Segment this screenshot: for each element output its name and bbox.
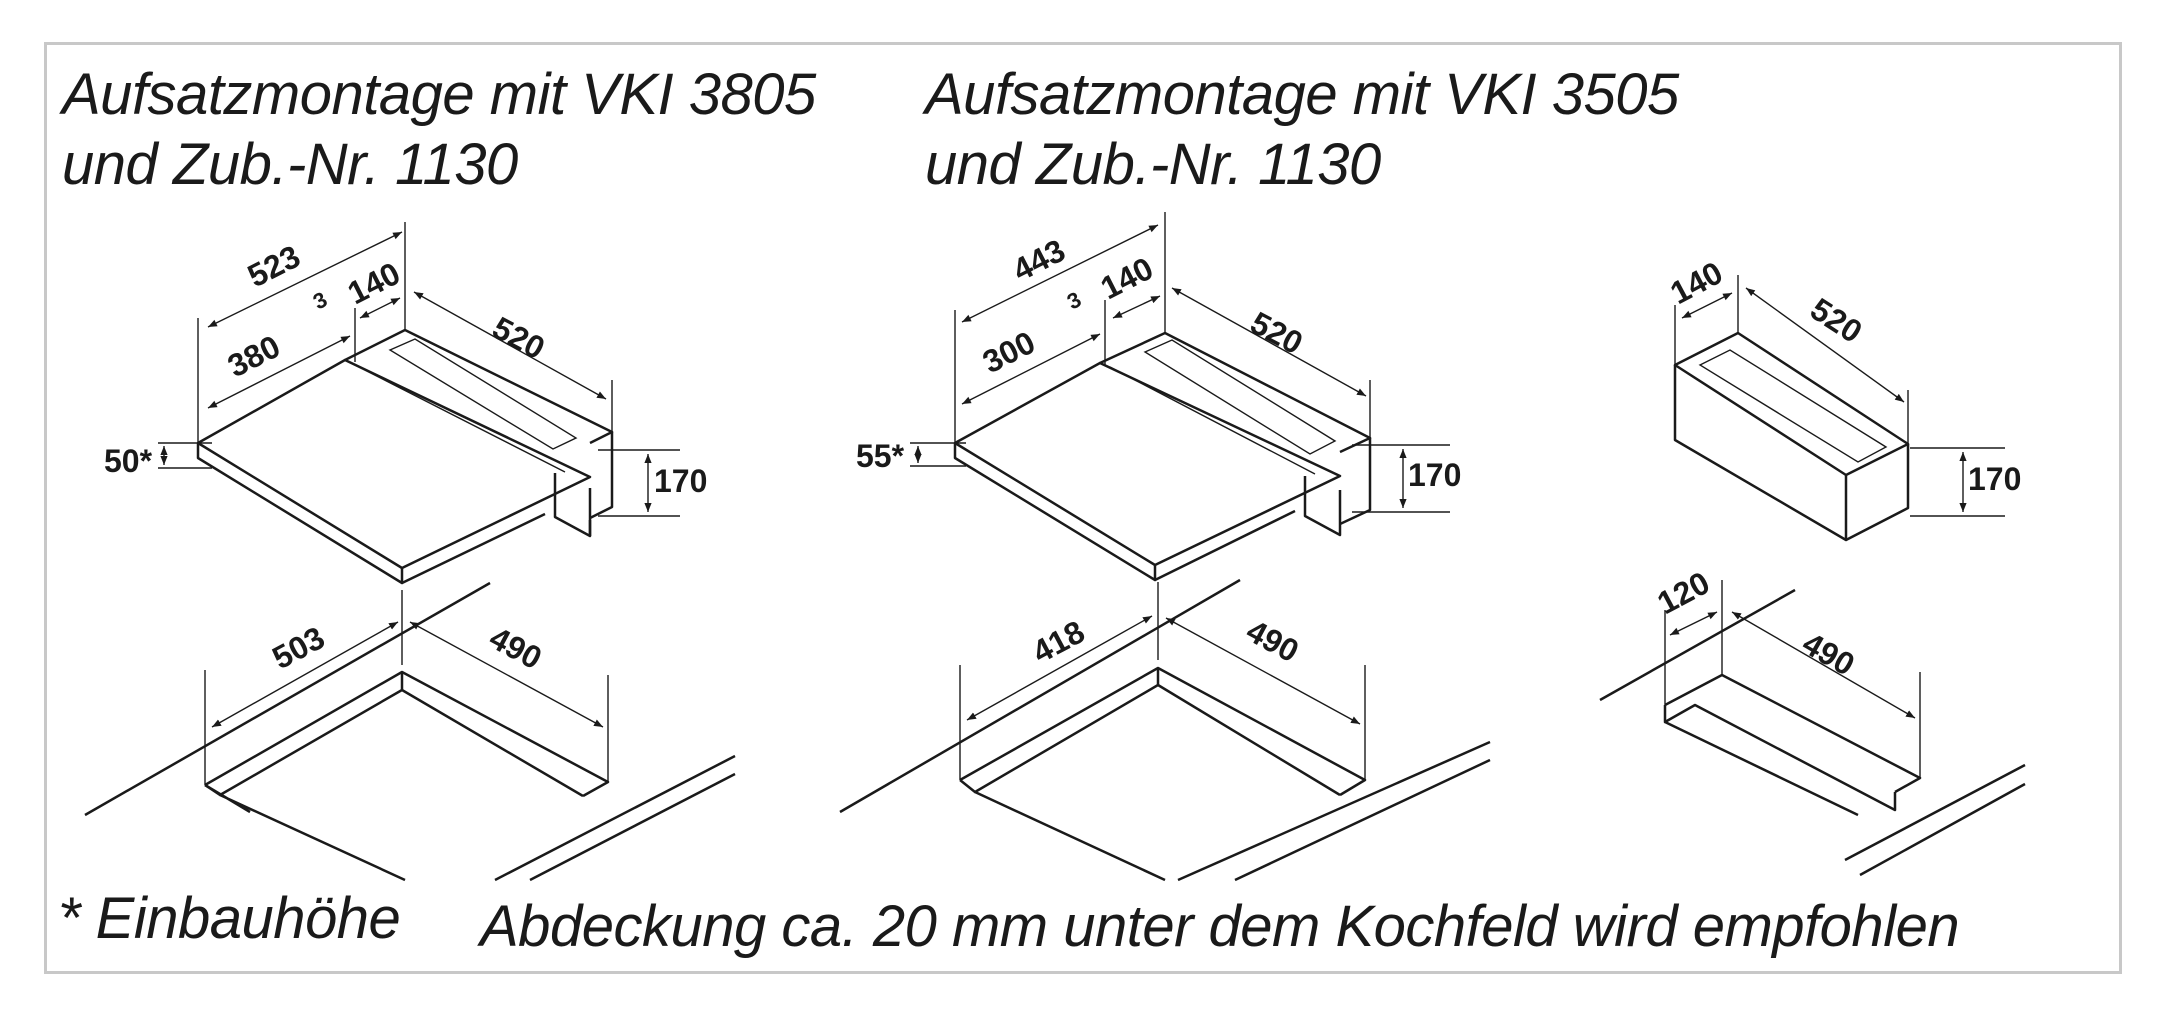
left-hood bbox=[344, 328, 614, 538]
diagram-frame bbox=[44, 42, 2122, 974]
middle-hob bbox=[953, 361, 1342, 582]
left-cutout bbox=[84, 581, 736, 882]
right-assembly: 140 520 170 120 490 bbox=[1599, 254, 2026, 877]
middle-cutout bbox=[839, 578, 1491, 882]
middle-dim-hood-width: 520 bbox=[1245, 304, 1309, 361]
title-middle-line2: und Zub.-Nr. 1130 bbox=[925, 132, 1381, 197]
middle-dim-gap: 3 bbox=[1063, 287, 1085, 315]
middle-dim-total-width: 443 bbox=[1007, 232, 1071, 288]
right-dim-cutout-width: 120 bbox=[1651, 564, 1715, 621]
left-dim-box-height: 170 bbox=[654, 463, 707, 499]
left-dimensions bbox=[158, 222, 680, 517]
title-left-line2: und Zub.-Nr. 1130 bbox=[62, 132, 518, 197]
right-dimensions bbox=[1674, 275, 2005, 517]
middle-dim-install-height: 55* bbox=[856, 438, 905, 474]
title-left-line1: Aufsatzmontage mit VKI 3805 bbox=[62, 62, 816, 127]
left-dim-hood-width: 520 bbox=[487, 309, 551, 366]
left-dim-gap: 3 bbox=[309, 287, 331, 315]
middle-dim-cutout-depth: 490 bbox=[1241, 612, 1305, 669]
middle-dimensions bbox=[910, 212, 1450, 513]
cover-recommendation: Abdeckung ca. 20 mm unter dem Kochfeld w… bbox=[480, 894, 1960, 959]
middle-dim-hob-width: 300 bbox=[977, 324, 1041, 380]
title-middle-line1: Aufsatzmontage mit VKI 3505 bbox=[925, 62, 1679, 127]
title-middle: Aufsatzmontage mit VKI 3505 und Zub.-Nr.… bbox=[925, 60, 1679, 200]
left-assembly: 523 3 140 520 380 50* 170 503 490 bbox=[84, 222, 736, 882]
right-dim-box-height: 170 bbox=[1968, 461, 2021, 497]
middle-dim-box-height: 170 bbox=[1408, 457, 1461, 493]
right-dim-hood-depth: 140 bbox=[1664, 254, 1728, 311]
left-dim-hob-width: 380 bbox=[222, 328, 286, 384]
middle-dim-cutout-width: 418 bbox=[1026, 613, 1090, 670]
right-dim-cutout-depth: 490 bbox=[1797, 625, 1861, 683]
title-left: Aufsatzmontage mit VKI 3805 und Zub.-Nr.… bbox=[62, 60, 816, 200]
right-hood bbox=[1673, 331, 1910, 542]
left-dim-total-width: 523 bbox=[242, 238, 306, 294]
middle-assembly: 443 3 140 520 300 55* 170 418 490 bbox=[839, 212, 1491, 882]
right-cutout bbox=[1599, 580, 2026, 877]
left-dim-hood-depth: 140 bbox=[342, 255, 406, 311]
left-dim-cutout-width: 503 bbox=[266, 619, 330, 676]
middle-hood bbox=[1099, 331, 1372, 537]
middle-dim-hood-depth: 140 bbox=[1095, 250, 1159, 306]
footnote-install-height: * Einbauhöhe bbox=[58, 886, 401, 951]
left-dim-install-height: 50* bbox=[104, 443, 153, 479]
right-dim-hood-width: 520 bbox=[1804, 291, 1868, 350]
